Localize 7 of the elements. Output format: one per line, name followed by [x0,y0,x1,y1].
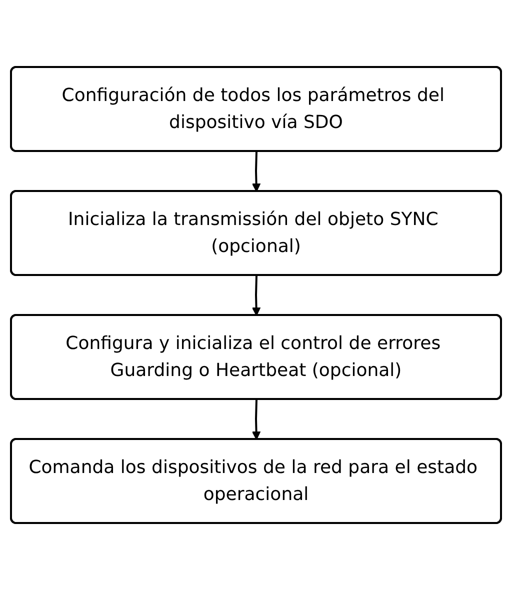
arrow [252,399,261,440]
arrow [252,151,261,192]
node-text: Inicializa la transmissión del objeto SYNC (opcional) [68,209,438,257]
node-text: Configura y inicializa el control de errores Guarding o Heartbeat (opcional) [66,333,441,381]
arrow [252,275,261,316]
node-text: Configuración de todos los parámetros del dispositivo vía SDO [62,85,445,133]
node-text: Comanda los dispositivos de la red para el estado operacional [28,457,478,505]
